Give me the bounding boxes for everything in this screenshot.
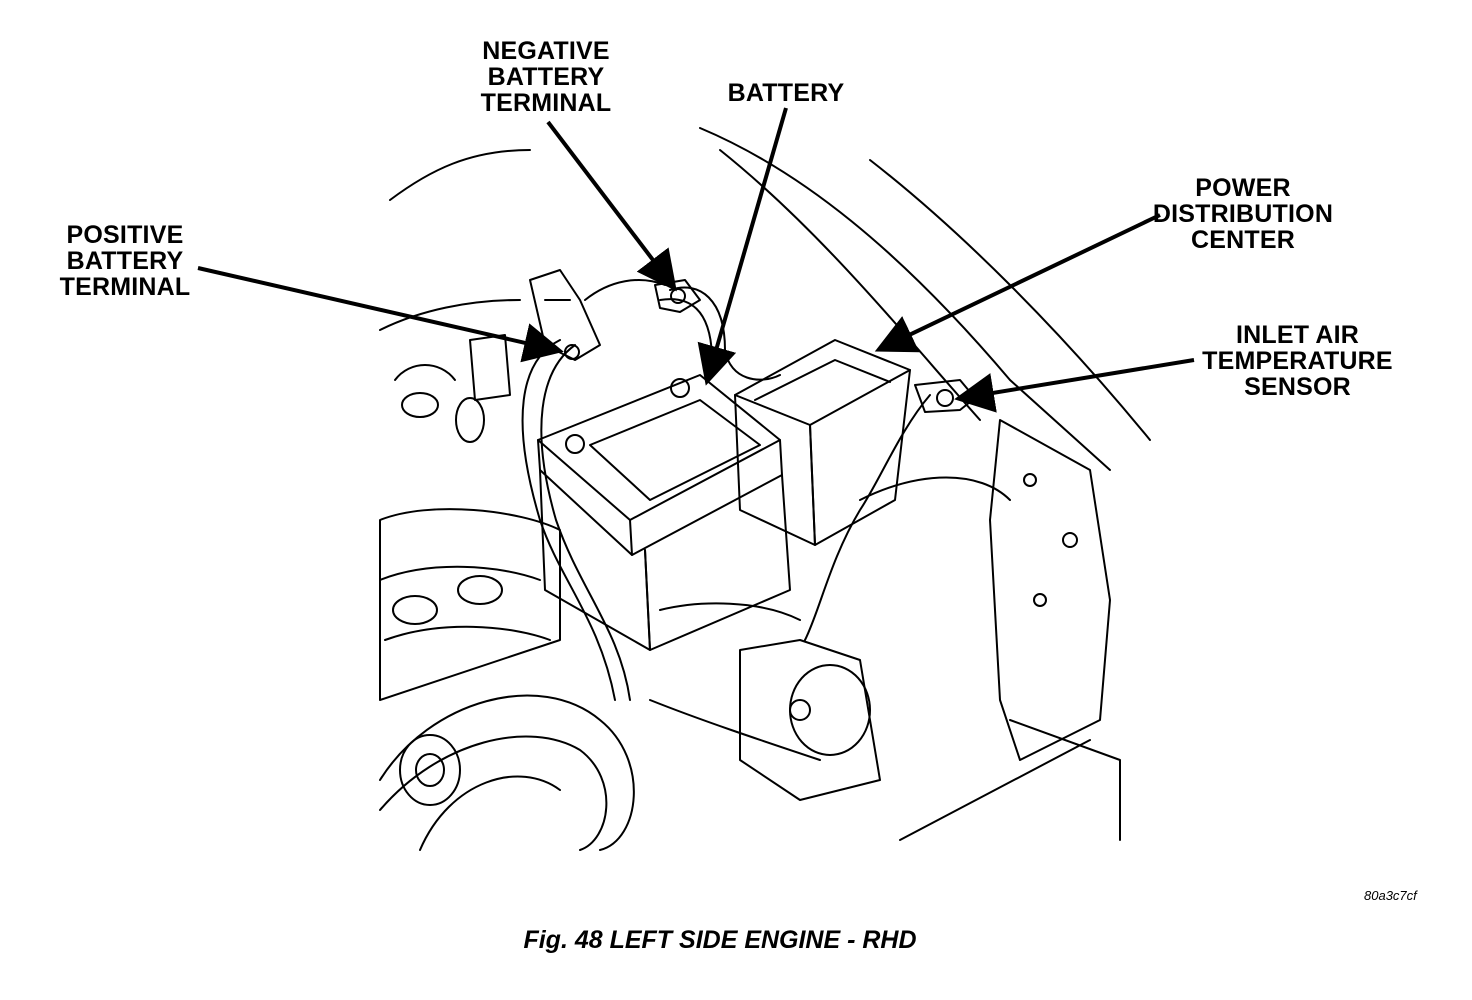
leader-iat (954, 358, 1195, 413)
label-line: TEMPERATURE (1202, 347, 1393, 375)
label-line: SENSOR (1244, 373, 1351, 401)
label-line: TERMINAL (59, 273, 191, 301)
belt-1 (379, 694, 635, 851)
positive-battery-terminal-label: POSITIVE BATTERY TERMINAL (40, 222, 210, 300)
coil-2 (457, 575, 503, 605)
label-line: BATTERY (66, 247, 184, 275)
fender-edge (719, 149, 981, 421)
valve-cover (379, 508, 561, 701)
hood-edge (699, 127, 1111, 471)
negative-terminal-clamp (654, 279, 701, 313)
leader-pdc (874, 213, 1161, 353)
sensor-wire (804, 394, 931, 641)
label-line: POWER (1195, 174, 1291, 202)
reference-code: 80a3c7cf (1364, 888, 1417, 903)
lower-hose (649, 699, 821, 761)
left-fitting (401, 392, 439, 418)
figure-caption: Fig. 48 LEFT SIDE ENGINE - RHD (523, 926, 917, 954)
frame-rail (899, 739, 1091, 841)
belt-2 (379, 735, 608, 851)
label-line: CENTER (1191, 226, 1295, 254)
belt-3 (419, 775, 561, 851)
inlet-air-temperature-sensor-label: INLET AIR TEMPERATURE SENSOR (1180, 322, 1415, 400)
label-line: POSITIVE (66, 221, 184, 249)
power-distribution-center-label: POWER DISTRIBUTION CENTER (1138, 175, 1348, 253)
fender-apron (989, 419, 1111, 761)
pulley (399, 734, 461, 806)
leader-battery (697, 107, 788, 386)
bracket (1009, 719, 1121, 841)
label-line: BATTERY (727, 79, 845, 107)
label-line: INLET AIR (1235, 321, 1360, 349)
transaxle-mount (739, 639, 881, 801)
leader-positive (197, 266, 564, 363)
label-line: BATTERY (487, 63, 605, 91)
apron-inner (859, 476, 1011, 501)
coil-1 (392, 595, 438, 625)
top-hose (584, 279, 666, 301)
battery (537, 374, 791, 651)
upper-fender-line (389, 149, 531, 201)
power-distribution-center (734, 339, 911, 546)
positive-cable-2 (540, 344, 631, 701)
battery-label: BATTERY (716, 80, 856, 106)
positive-cable (521, 339, 616, 701)
label-line: DISTRIBUTION (1152, 200, 1334, 228)
leader-negative (546, 120, 677, 292)
label-line: NEGATIVE (482, 37, 610, 65)
fender-outer (869, 159, 1151, 441)
negative-battery-terminal-label: NEGATIVE BATTERY TERMINAL (466, 38, 626, 116)
cowl-line (379, 299, 521, 331)
label-line: TERMINAL (480, 89, 612, 117)
